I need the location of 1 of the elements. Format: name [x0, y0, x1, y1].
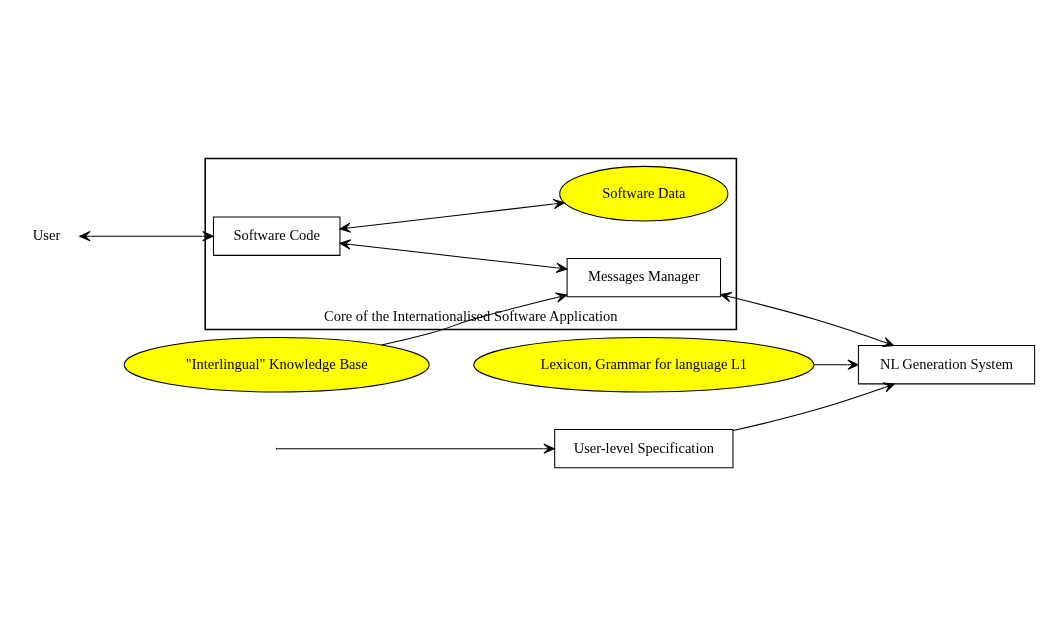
node-text: User: [32, 227, 61, 244]
